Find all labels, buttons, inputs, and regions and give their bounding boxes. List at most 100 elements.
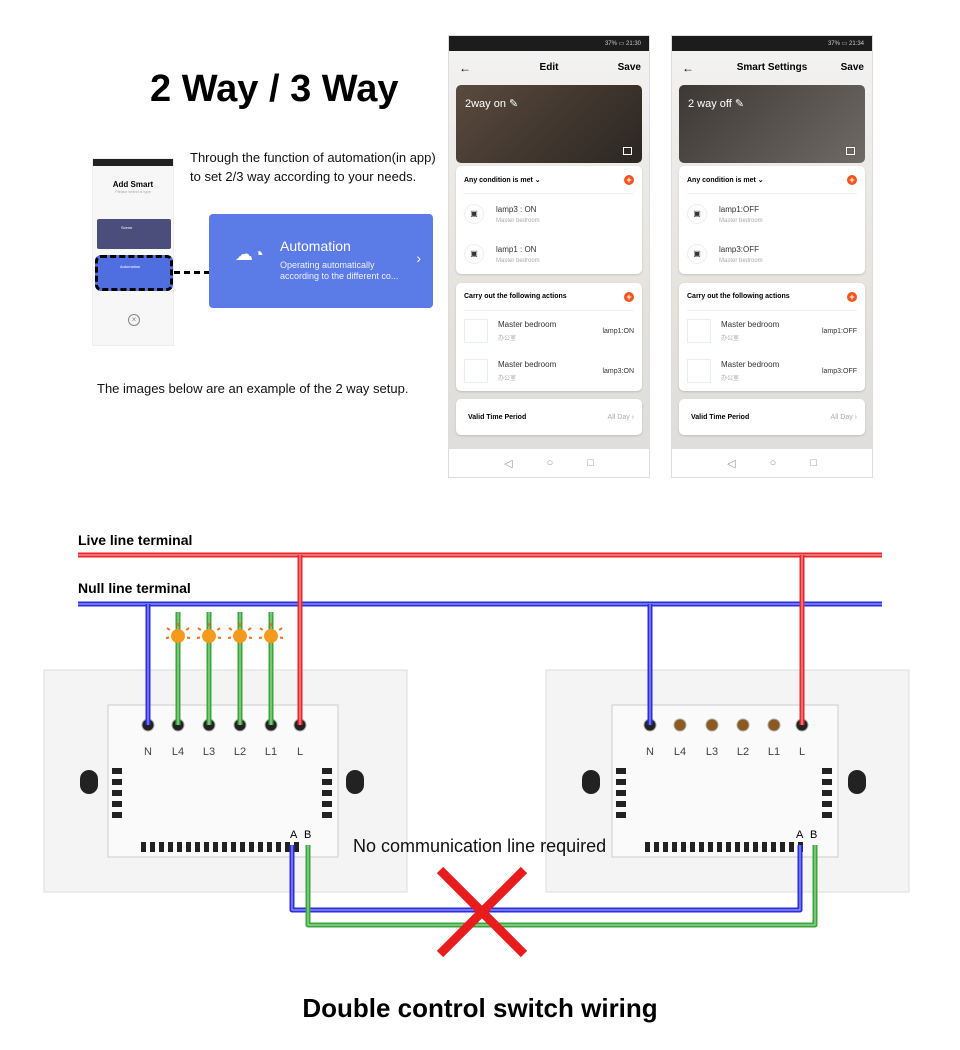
terminal-label: L4 — [171, 746, 185, 758]
vent-slot — [717, 842, 722, 852]
vent-slot — [645, 842, 650, 852]
mini-subtitle: Please select a type — [115, 189, 151, 194]
vent-slot — [195, 842, 200, 852]
vent-slot — [112, 812, 122, 818]
vent-slot — [141, 842, 146, 852]
save-button[interactable]: Save — [617, 62, 641, 73]
vent-slot — [186, 842, 191, 852]
edit-image-icon[interactable] — [846, 147, 855, 155]
bulb-icon — [202, 629, 216, 643]
terminal-hole — [673, 718, 687, 732]
home-nav-icon[interactable]: ○ — [769, 457, 777, 469]
vent-slot — [177, 842, 182, 852]
add-condition-icon[interactable]: + — [624, 174, 634, 185]
actions-header: Carry out the following actions — [687, 293, 790, 300]
home-nav-icon[interactable]: ○ — [546, 457, 554, 469]
condition-name: lamp1:OFF — [719, 204, 760, 214]
back-arrow-icon[interactable]: ← — [682, 61, 694, 75]
dashed-connector — [174, 271, 210, 274]
card-title: Automation — [280, 238, 351, 254]
subtitle-line: according to the different co... — [280, 271, 399, 281]
back-nav-icon[interactable]: ◁ — [504, 457, 513, 470]
vent-slot — [735, 842, 740, 852]
vent-slot — [663, 842, 668, 852]
vent-slot — [294, 842, 299, 852]
condition-room: Master bedroom — [496, 257, 540, 264]
automation-description: Through the function of automation(in ap… — [190, 148, 436, 186]
red-x-icon — [436, 866, 528, 958]
vent-slot — [112, 779, 122, 785]
add-action-icon[interactable]: + — [624, 291, 634, 302]
vent-slot — [780, 842, 785, 852]
vent-slot — [654, 842, 659, 852]
recents-nav-icon[interactable]: □ — [587, 457, 594, 469]
subtitle-line: Operating automatically — [280, 260, 375, 270]
null-line-label: Null line terminal — [78, 580, 191, 596]
vent-slot — [762, 842, 767, 852]
footer-caption: Double control switch wiring — [302, 993, 658, 1023]
vent-slot — [168, 842, 173, 852]
terminal-b-right: B — [810, 829, 818, 841]
scene-name[interactable]: 2way on ✎ — [465, 98, 519, 110]
vent-slot — [616, 812, 626, 818]
vent-slot — [726, 842, 731, 852]
condition-dropdown[interactable]: Any condition is met ⌄ — [687, 176, 764, 184]
action-name: Master bedroom — [498, 320, 557, 329]
bulb-ray — [196, 636, 201, 639]
condition-name: lamp3:OFF — [719, 244, 760, 254]
back-nav-icon[interactable]: ◁ — [727, 457, 736, 470]
vent-slot — [112, 768, 122, 774]
action-name: Master bedroom — [721, 360, 780, 369]
condition-dropdown[interactable]: Any condition is met ⌄ — [464, 176, 541, 184]
add-condition-icon[interactable]: + — [847, 174, 857, 185]
bulb-ray — [197, 627, 202, 631]
device-icon: ▣ — [687, 204, 707, 224]
scene-name[interactable]: 2 way off ✎ — [688, 98, 745, 110]
vent-slot — [822, 812, 832, 818]
live-line-label: Live line terminal — [78, 532, 193, 548]
bulb-ray — [165, 636, 170, 639]
back-arrow-icon[interactable]: ← — [459, 61, 471, 75]
bulb-ray — [258, 636, 263, 639]
vent-slot — [322, 779, 332, 785]
terminal-label: L1 — [264, 746, 278, 758]
terminal-label: N — [646, 746, 654, 758]
chevron-right-icon: › — [416, 250, 421, 266]
add-action-icon[interactable]: + — [847, 291, 857, 302]
close-icon[interactable]: × — [128, 314, 140, 326]
comm-line-a-highlight — [291, 845, 801, 911]
bulb-icon — [264, 629, 278, 643]
automation-option[interactable]: Automation — [95, 255, 173, 291]
switch-thumbnail-icon — [687, 319, 711, 343]
scene-option[interactable]: Scene — [97, 219, 171, 249]
vent-slot — [276, 842, 281, 852]
vent-slot — [708, 842, 713, 852]
condition-room: Master bedroom — [719, 257, 763, 264]
switch-thumbnail-icon — [464, 319, 488, 343]
action-sub: 办公室 — [498, 376, 517, 382]
terminal-hole — [767, 718, 781, 732]
terminal-label: L — [296, 746, 304, 758]
recents-nav-icon[interactable]: □ — [810, 457, 817, 469]
vent-slot — [213, 842, 218, 852]
save-button[interactable]: Save — [840, 62, 864, 73]
valid-value: All Day › — [830, 413, 857, 421]
valid-label: Valid Time Period — [468, 413, 527, 421]
vent-slot — [249, 842, 254, 852]
edit-image-icon[interactable] — [623, 147, 632, 155]
status-bar: 37% ▭ 21:30 — [449, 36, 649, 51]
